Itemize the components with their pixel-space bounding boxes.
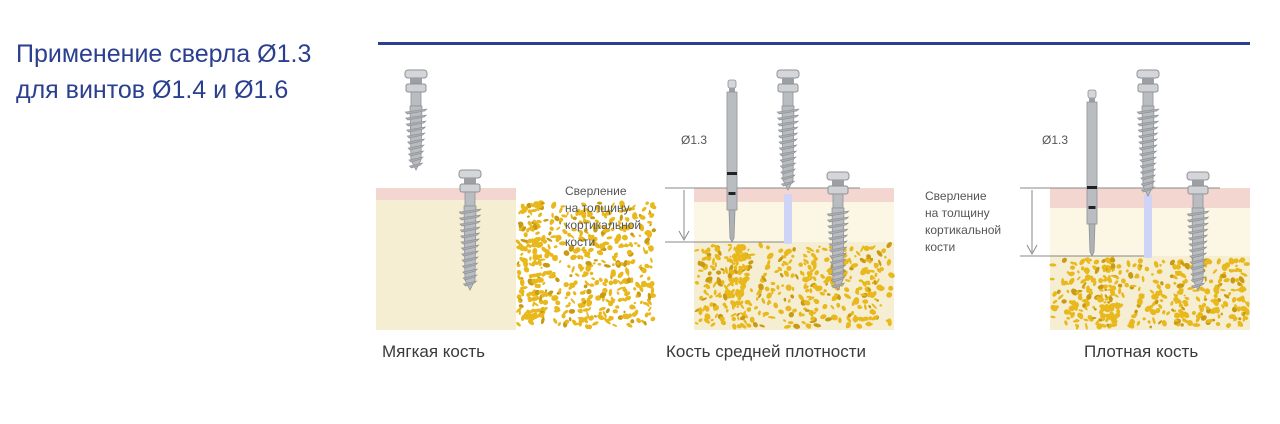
cortical-layer xyxy=(694,202,894,242)
screw-icon xyxy=(404,69,428,171)
caption-medium-bone: Кость средней плотности xyxy=(666,342,867,361)
soft-bone-illustration xyxy=(376,69,657,330)
cancellous-bone xyxy=(1050,256,1250,330)
trabecular-pattern xyxy=(515,200,657,330)
cancellous-bone xyxy=(376,200,516,330)
page-title: Применение сверла Ø1.3 для винтов Ø1.4 и… xyxy=(16,36,376,108)
drill-icon xyxy=(726,79,738,243)
pilot-hole xyxy=(784,194,792,244)
screw-icon xyxy=(1186,171,1210,291)
medium-bone-illustration xyxy=(665,69,895,330)
title-line-1: Применение сверла Ø1.3 xyxy=(16,40,312,68)
gum-layer xyxy=(694,188,894,202)
caption-dense-bone: Плотная кость xyxy=(1084,342,1199,361)
screw-icon xyxy=(826,171,850,291)
screw-icon xyxy=(776,69,800,191)
title-line-2: для винтов Ø1.4 и Ø1.6 xyxy=(16,76,289,104)
screw-icon xyxy=(458,169,482,291)
arrow-head-icon xyxy=(1026,244,1038,256)
header-divider xyxy=(378,42,1250,45)
panel-medium-bone: Ø1.3 Сверление на толщину кортикальной к… xyxy=(560,60,900,361)
pilot-hole xyxy=(1144,194,1152,258)
screw-icon xyxy=(1136,69,1160,197)
drilling-note: Сверление на толщину кортикальной кости xyxy=(925,189,1002,254)
drill-diameter-label: Ø1.3 xyxy=(1042,133,1069,147)
drill-icon xyxy=(1086,89,1098,257)
panel-dense-bone: Ø1.3 Сверление на толщину кортикальной к… xyxy=(920,60,1260,361)
trabecular-pattern xyxy=(1049,256,1250,330)
drilling-note: Сверление на толщину кортикальной кости xyxy=(565,184,642,249)
dense-bone-illustration xyxy=(1020,69,1250,330)
caption-soft-bone: Мягкая кость xyxy=(382,342,485,361)
drill-diameter-label: Ø1.3 xyxy=(681,133,708,147)
gum-layer xyxy=(376,188,516,200)
trabecular-pattern xyxy=(694,241,895,330)
arrow-head-icon xyxy=(678,230,690,242)
panel-soft-bone: Мягкая кость xyxy=(376,60,657,361)
